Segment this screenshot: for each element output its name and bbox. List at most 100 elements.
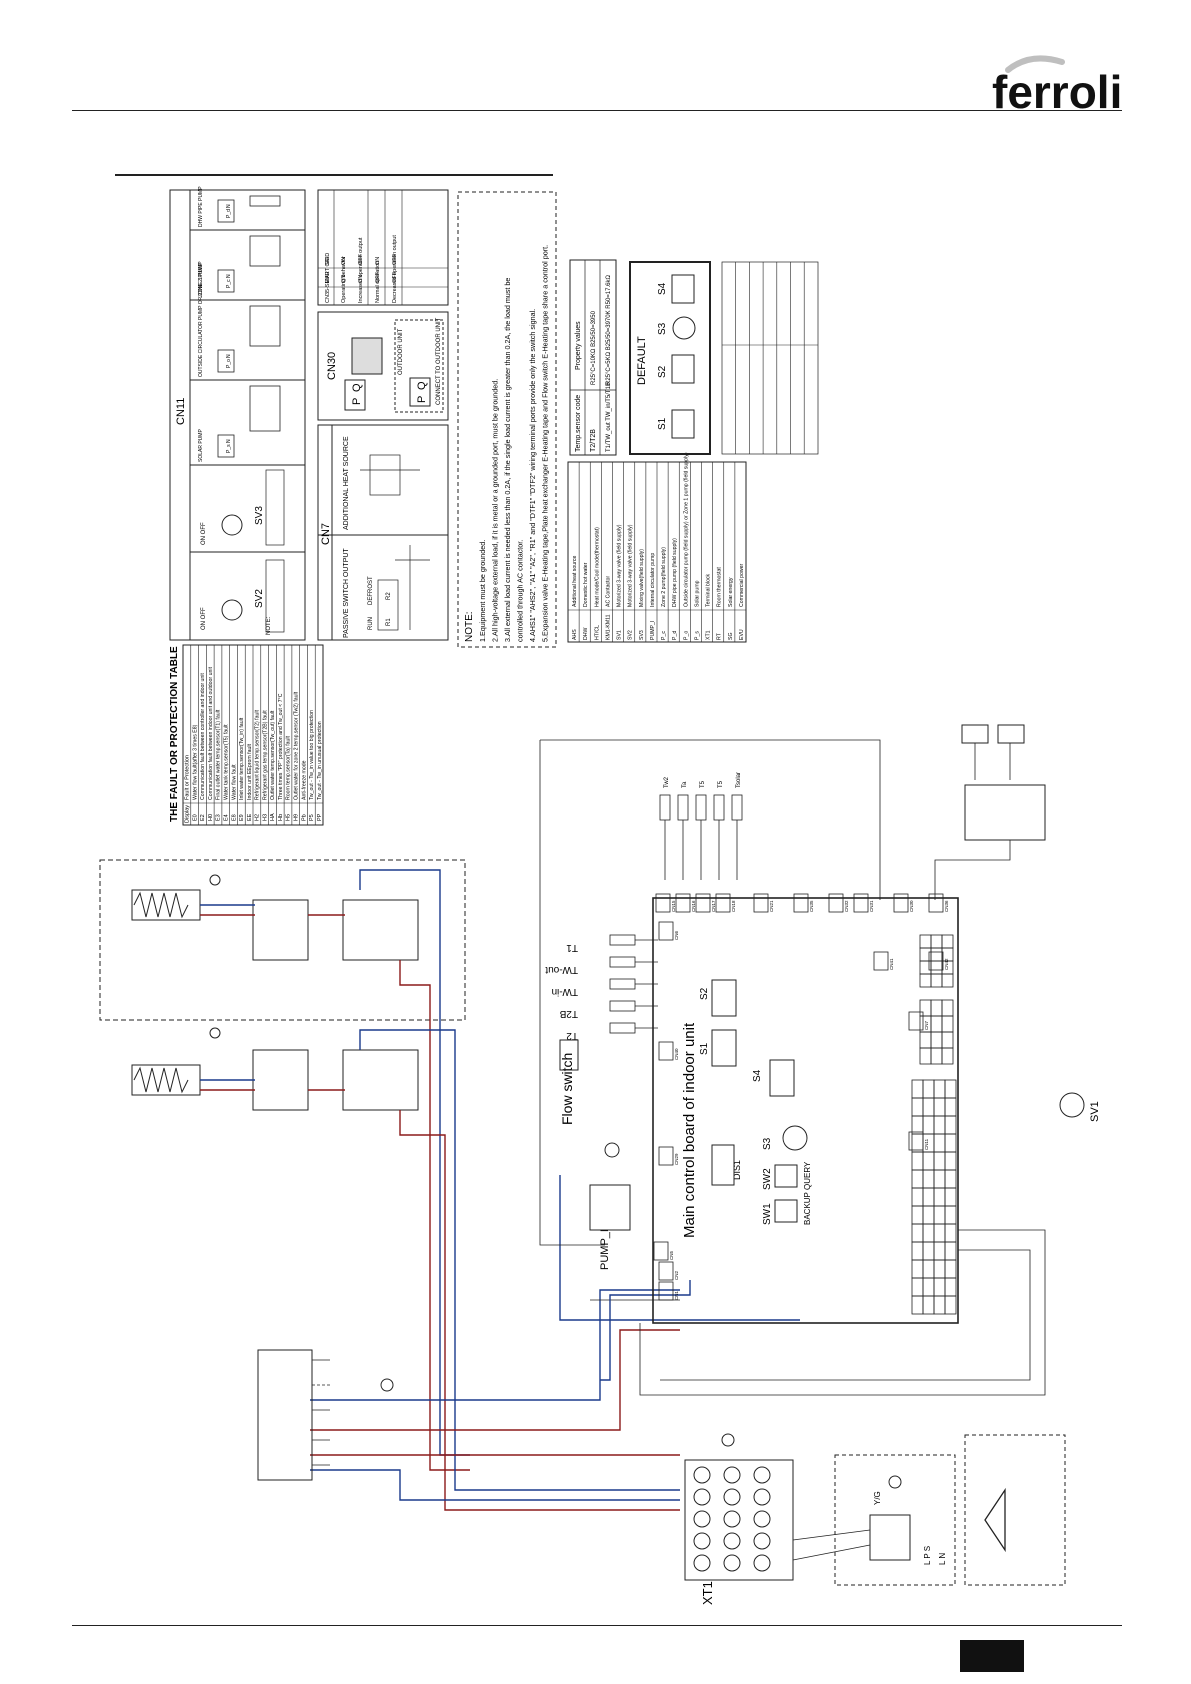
s3-rotary-icon xyxy=(782,1125,808,1151)
pump-terminal xyxy=(217,199,235,223)
port-connector xyxy=(658,1041,674,1061)
board-terminal xyxy=(941,999,954,1017)
abbr-desc: Outside circulator pump (field supply) o… xyxy=(683,452,689,607)
sensor-t1: T1 xyxy=(566,942,578,953)
ground-icon xyxy=(721,1433,735,1447)
default-s1: S1 xyxy=(657,417,668,430)
logo-swoosh xyxy=(1005,55,1065,73)
abbr-desc: Motorized 3-way valve (field supply) xyxy=(617,524,623,607)
sensor-probe-icon xyxy=(731,794,743,821)
connect-outdoor-label: CONNECT TO OUTDOOR UNIT xyxy=(436,317,442,405)
sensor-top-tw2: Tw2 xyxy=(664,776,670,788)
cn35-evu: OFF xyxy=(392,271,398,283)
s3-rotary-icon xyxy=(672,316,696,340)
fault-desc: Final outlet water temp.sensor(T1) fault xyxy=(216,709,222,800)
board-terminal xyxy=(944,1205,957,1225)
warning-triangle-icon xyxy=(984,1487,1006,1553)
port-label-cn15: CN15 xyxy=(671,900,676,912)
cn7-title: CN7 xyxy=(320,523,332,545)
pump-term-label: P_d xyxy=(226,209,232,218)
pump-relay-icon xyxy=(249,235,281,267)
xt1-screw-terminal xyxy=(723,1532,741,1550)
s2-dip-icon xyxy=(671,354,695,384)
fault-desc: Refrigerant liquid temp.sensor(T2) fault xyxy=(255,709,261,800)
ln-label: L N xyxy=(938,1553,947,1565)
fault-code: Hb xyxy=(278,814,284,821)
section-rule xyxy=(115,174,553,176)
cn11-panel: CN11 SV2 SV3 ON OFF ON OFF NOTE: SOLAR P… xyxy=(169,186,306,641)
abbr-code: HT/CL xyxy=(594,625,600,640)
fault-desc: Indoor unit EEprom fault xyxy=(247,744,253,800)
board-terminal xyxy=(933,1241,946,1261)
port-label-cn11: CN11 xyxy=(924,1138,929,1150)
board-terminal xyxy=(944,1241,957,1261)
abbr-code: P_c xyxy=(661,631,667,640)
passive-switch-label: PASSIVE SWITCH OUTPUT xyxy=(343,548,350,638)
board-terminal xyxy=(922,1241,935,1261)
pump-term-n: N xyxy=(226,439,232,443)
pump-terminal xyxy=(217,269,235,293)
board-terminal xyxy=(919,934,932,949)
sensor-probe-icon xyxy=(609,956,636,968)
fault-code: PP xyxy=(317,813,323,821)
warning-box xyxy=(964,1434,1066,1586)
sensor-probe-icon xyxy=(609,1022,636,1034)
cn30-panel: CN30 P Q P Q OUTDOOR UNIT CONNECT TO OUT… xyxy=(317,311,449,421)
cn35-evu: ON xyxy=(358,275,364,283)
fault-code: H5 xyxy=(286,814,292,821)
sensor-probe-icon xyxy=(609,1000,636,1012)
board-terminal xyxy=(933,1115,946,1135)
fault-desc: Tw_out - Tw_in value too big protection xyxy=(309,710,315,800)
board-terminal xyxy=(911,1187,924,1207)
abbr-desc: Commercial power xyxy=(739,563,745,607)
fault-desc: Three times "PP" protection and Tw_out <… xyxy=(278,693,284,800)
port-connector xyxy=(853,893,869,913)
xt1-screw-terminal xyxy=(693,1532,711,1550)
s1-dip-icon xyxy=(671,409,695,439)
ground-icon xyxy=(380,1378,394,1392)
cn35-evu: ON xyxy=(341,275,347,283)
abbr-code: RT xyxy=(717,632,723,640)
abbr-code: P_o xyxy=(683,631,689,640)
run-label: RUN xyxy=(368,617,374,630)
xt1-screw-terminal xyxy=(753,1466,771,1484)
sensor-probe-icon xyxy=(713,794,725,821)
power-leads xyxy=(312,1359,330,1466)
heater-element-2-icon xyxy=(131,1064,201,1096)
board-terminal xyxy=(911,1097,924,1117)
fault-desc: Communication fault between indoor unit … xyxy=(208,666,214,800)
backup-button xyxy=(774,1199,798,1223)
dis1-label: DIS1 xyxy=(732,1160,742,1180)
abbr-code: SG xyxy=(728,633,734,641)
port-label-cn29: CN29 xyxy=(674,1153,679,1165)
cn35-header: CN35-SMART GRID xyxy=(325,253,331,303)
board-terminal xyxy=(941,1015,954,1033)
board-terminal xyxy=(944,1151,957,1171)
fault-desc: Outlet water for zone 2 temp.sensor (Tw2… xyxy=(293,691,299,800)
abbr-code: P_s xyxy=(694,631,700,640)
abbr-code: P_d xyxy=(672,631,678,640)
logo-wordmark: ferroli xyxy=(992,66,1120,118)
port-label-cn31: CN31 xyxy=(869,900,874,912)
fault-code: E0 xyxy=(192,814,198,821)
defrost-label: DEFROST xyxy=(368,576,374,605)
s1-dip-icon xyxy=(711,1029,737,1067)
port-connector xyxy=(908,1011,924,1031)
abbr-code: SV3 xyxy=(639,630,645,640)
board-terminal xyxy=(930,1031,943,1049)
abbr-code: PUMP_I xyxy=(650,621,656,640)
pump-title: ZONE 2 PUMP xyxy=(198,262,204,297)
board-terminal xyxy=(944,1115,957,1135)
abbr-desc: DHW pipe pump (field supply) xyxy=(672,538,678,607)
sv3-label: SV3 xyxy=(254,506,265,525)
sw1-label: SW1 xyxy=(762,1203,773,1225)
fault-code: H0 xyxy=(208,814,214,821)
xt1-screw-terminal xyxy=(723,1466,741,1484)
fault-code: E9 xyxy=(239,814,245,821)
heater-control-2 xyxy=(252,1049,309,1111)
abbr-desc: Zone 2 pump(field supply) xyxy=(661,547,667,607)
cn35-header-sg: SG xyxy=(325,257,331,265)
abbr-desc: Internal circulator pump xyxy=(650,553,656,607)
main-control-board: Main control board of indoor unit DIS1 S… xyxy=(652,893,959,1324)
